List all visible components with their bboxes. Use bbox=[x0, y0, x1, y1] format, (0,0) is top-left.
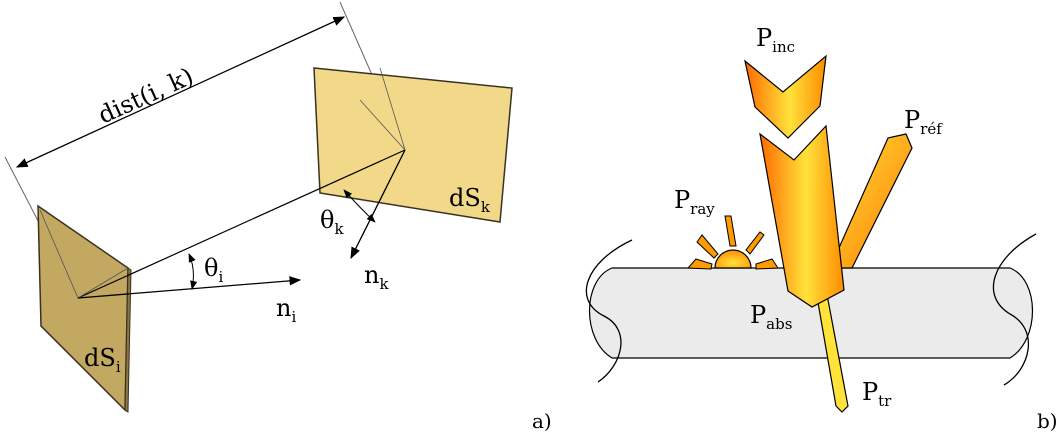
incident-beam-upper bbox=[744, 54, 827, 139]
dist-label: dist(i, k) bbox=[94, 62, 198, 129]
radiation-sun-icon bbox=[686, 215, 779, 270]
reflected-beam bbox=[829, 133, 913, 269]
normal-k-arrow bbox=[350, 149, 406, 260]
normal-k-label: nk bbox=[364, 261, 389, 293]
surface-k bbox=[313, 67, 513, 223]
theta-i-label: θi bbox=[204, 254, 223, 286]
theta-k-label: θk bbox=[320, 206, 344, 238]
p-ray-label: Pray bbox=[674, 186, 715, 218]
surface-i-edge bbox=[124, 267, 132, 413]
panel-b-letter: b) bbox=[1037, 409, 1058, 433]
panel-a-letter: a) bbox=[532, 409, 552, 433]
p-tr-label: Ptr bbox=[862, 378, 892, 410]
p-ref-label: Préf bbox=[904, 106, 943, 138]
panel-a: dist(i, k) dSi dSk θi θk ni nk a) bbox=[4, 1, 552, 433]
theta-i-arc bbox=[188, 253, 198, 290]
p-abs-label: Pabs bbox=[750, 301, 792, 333]
incident-beam-lower bbox=[759, 124, 845, 308]
connecting-ray bbox=[77, 149, 406, 299]
dist-arrow bbox=[15, 16, 346, 168]
slab-edge-right bbox=[992, 233, 1037, 386]
surface-i-label: dSi bbox=[84, 344, 121, 376]
slab-edge-left bbox=[585, 239, 633, 383]
p-inc-label: Pinc bbox=[756, 24, 795, 56]
normal-i-label: ni bbox=[276, 294, 296, 326]
material-slab bbox=[588, 267, 1034, 359]
surface-k-label: dSk bbox=[449, 184, 491, 216]
theta-k-arc bbox=[343, 189, 376, 223]
panel-b: Pinc Préf Pray Pabs Ptr b) bbox=[585, 24, 1058, 433]
